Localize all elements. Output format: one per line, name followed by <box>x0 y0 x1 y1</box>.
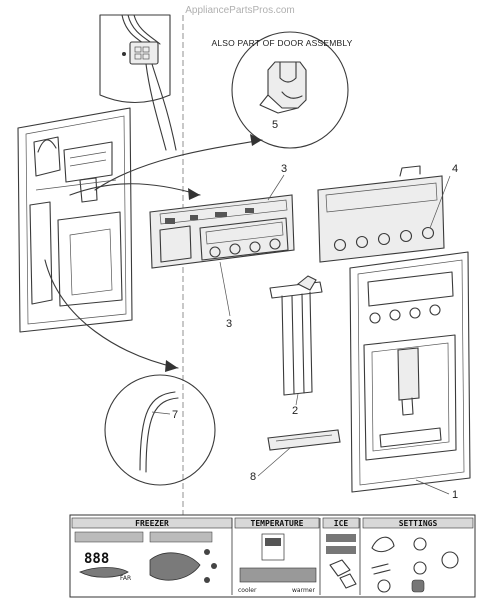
leader-4 <box>429 175 451 229</box>
leader-7 <box>151 411 171 415</box>
leader-8 <box>257 447 291 477</box>
callout-3-bottom: 3 <box>226 318 232 330</box>
leader-2 <box>295 393 299 406</box>
panel-settings-label: SETTINGS <box>399 519 438 528</box>
panel-ice-label: ICE <box>334 519 349 528</box>
tube-inset <box>104 374 216 486</box>
button-cover <box>317 165 445 263</box>
panel-unit: FAR <box>120 575 131 582</box>
watermark-text: AppliancePartsPros.com <box>185 5 295 16</box>
callout-5: 5 <box>272 119 278 131</box>
arrow-to-clip <box>94 139 263 191</box>
leader-3-top <box>267 174 285 201</box>
panel-warmer: warmer <box>292 587 315 594</box>
dispenser-paddle <box>269 275 323 396</box>
callout-1: 1 <box>452 489 458 501</box>
arrow-to-tube-head <box>165 360 178 372</box>
callout-3-top: 3 <box>281 163 287 175</box>
arrow-to-clip-head <box>250 134 262 146</box>
panel-freezer-label: FREEZER <box>135 519 169 528</box>
leader-3-bottom <box>219 261 231 317</box>
callout-8: 8 <box>250 471 256 483</box>
dispenser-housing <box>349 251 471 493</box>
panel-temperature-label: TEMPERATURE <box>251 519 304 528</box>
door-back-panel <box>17 107 133 333</box>
panel-cooler: cooler <box>238 587 257 594</box>
leader-1 <box>415 479 450 495</box>
control-panel-graphic: FREEZER 888 FAR TEMPERATURE cooler warme… <box>69 514 476 598</box>
callout-4: 4 <box>452 163 458 175</box>
control-board <box>149 194 295 269</box>
arrow-to-board <box>69 183 201 196</box>
arrow-to-board-head <box>188 188 200 200</box>
drip-tray <box>267 429 341 451</box>
callout-7: 7 <box>172 409 178 421</box>
panel-digits: 888 <box>84 551 109 567</box>
callout-2: 2 <box>292 405 298 417</box>
assembly-note: ALSO PART OF DOOR ASSEMBLY <box>211 38 352 48</box>
wire-harness-inset <box>99 14 177 151</box>
clip-inset: ALSO PART OF DOOR ASSEMBLY 5 <box>211 31 352 149</box>
arrow-to-tube <box>44 259 179 369</box>
